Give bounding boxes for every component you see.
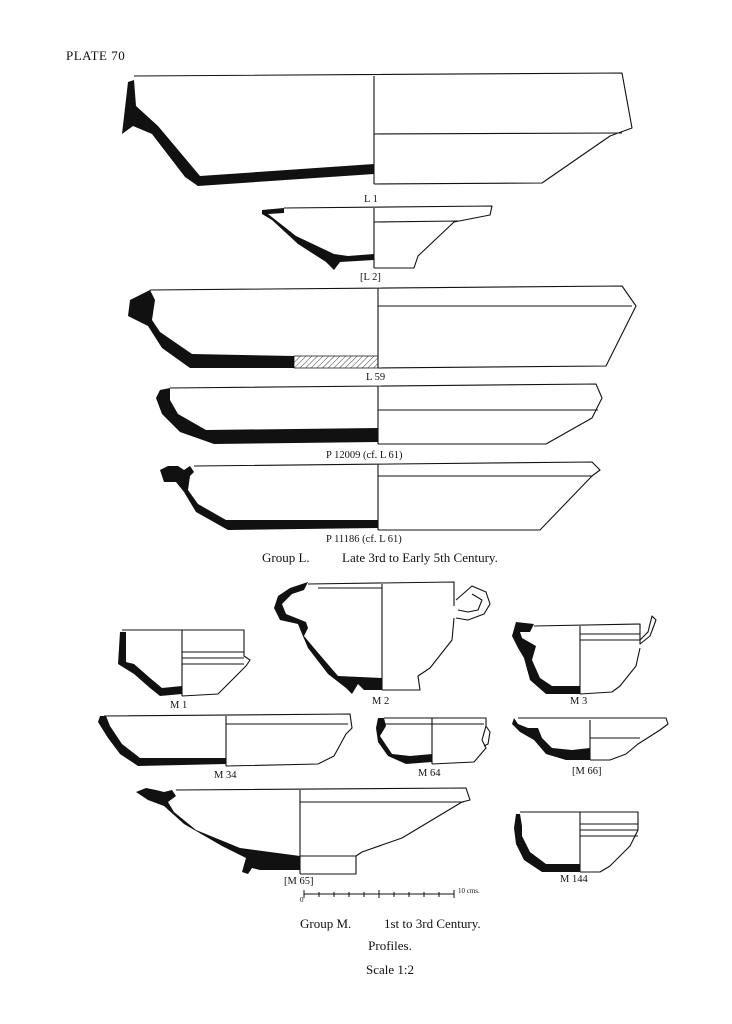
vessel-m3 bbox=[512, 615, 657, 695]
vessel-l2 bbox=[262, 205, 493, 270]
p11186-outline bbox=[193, 461, 601, 531]
group-m-caption-group: Group M. bbox=[300, 916, 352, 931]
label-m1: M 1 bbox=[170, 700, 188, 711]
label-l1: L 1 bbox=[364, 194, 378, 205]
vessel-m65 bbox=[136, 787, 471, 875]
vessel-m1 bbox=[118, 629, 251, 697]
scale-bar bbox=[303, 890, 455, 898]
vessel-m34 bbox=[98, 713, 353, 767]
l1-section bbox=[122, 80, 374, 186]
scale-caption: Scale 1:2 bbox=[365, 962, 414, 977]
m2-outline bbox=[307, 581, 491, 691]
scale-bar-end: 10 cms. bbox=[458, 887, 480, 895]
group-l-caption-date: Late 3rd to Early 5th Century. bbox=[342, 550, 498, 565]
label-l59: L 59 bbox=[366, 372, 386, 383]
label-p11186: P 11186 (cf. L 61) bbox=[326, 534, 402, 545]
vessel-p12009 bbox=[156, 383, 603, 445]
m66-outline bbox=[518, 717, 669, 761]
m1-section bbox=[118, 632, 182, 696]
p12009-section bbox=[156, 388, 378, 444]
l59-section bbox=[128, 290, 294, 368]
p11186-section bbox=[160, 466, 378, 530]
label-m3: M 3 bbox=[570, 696, 588, 707]
vessel-l1 bbox=[122, 72, 633, 186]
l59-outline bbox=[149, 285, 637, 369]
l59-hatched-base bbox=[293, 355, 379, 369]
m34-section bbox=[98, 716, 226, 766]
profiles-caption: Profiles. bbox=[368, 938, 412, 953]
m64-section bbox=[376, 718, 432, 764]
l1-outline bbox=[133, 72, 633, 185]
label-m64: M 64 bbox=[418, 768, 441, 779]
label-p12009: P 12009 (cf. L 61) bbox=[326, 450, 403, 461]
group-l-caption-group: Group L. bbox=[262, 550, 310, 565]
m65-outline bbox=[175, 787, 471, 875]
vessel-m2 bbox=[274, 581, 491, 694]
m1-outline bbox=[122, 629, 251, 697]
m2-section bbox=[274, 582, 382, 694]
label-l2: [L 2] bbox=[360, 272, 381, 283]
m34-outline bbox=[103, 713, 353, 767]
m144-section bbox=[514, 814, 580, 872]
label-m144: M 144 bbox=[560, 874, 588, 885]
l2-section bbox=[262, 208, 374, 270]
vessel-m144 bbox=[514, 811, 639, 873]
label-m2: M 2 bbox=[372, 696, 390, 707]
l2-outline bbox=[283, 205, 493, 269]
vessel-l59 bbox=[128, 285, 637, 369]
label-m34: M 34 bbox=[214, 770, 237, 781]
p12009-outline bbox=[169, 383, 603, 445]
m3-outline bbox=[533, 615, 657, 695]
m65-section bbox=[136, 788, 300, 874]
m66-section bbox=[512, 718, 590, 760]
plate-title: PLATE 70 bbox=[66, 48, 126, 63]
m144-outline bbox=[520, 811, 639, 873]
label-m66: [M 66] bbox=[572, 766, 602, 777]
vessel-m66 bbox=[512, 717, 669, 761]
vessel-p11186 bbox=[160, 461, 601, 531]
scale-bar-start: 0 bbox=[300, 896, 304, 904]
label-m65: [M 65] bbox=[284, 876, 314, 887]
group-m-caption-date: 1st to 3rd Century. bbox=[384, 916, 481, 931]
m64-outline bbox=[384, 717, 491, 765]
m3-section bbox=[512, 622, 580, 694]
vessel-m64 bbox=[376, 717, 491, 765]
